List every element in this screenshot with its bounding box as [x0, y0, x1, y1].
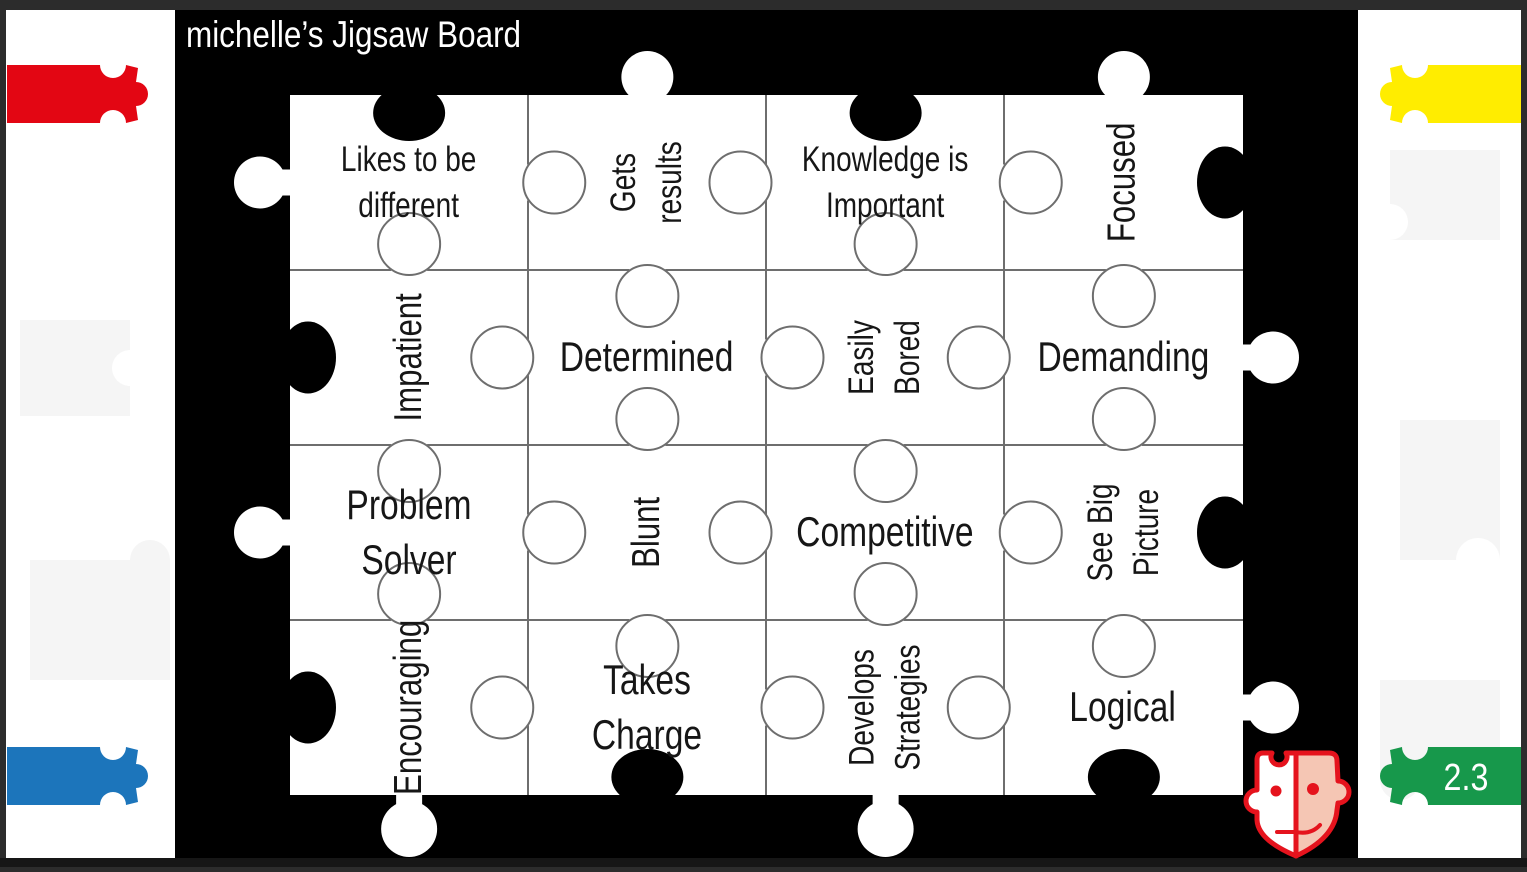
version-badge: 2.3 [1443, 757, 1489, 799]
puzzle-piece-competitive[interactable]: Competitive [796, 508, 974, 556]
face-logo [1243, 750, 1352, 859]
piece-knobs [234, 51, 1299, 857]
puzzle-piece-logical[interactable]: Logical [1069, 683, 1177, 731]
puzzle-piece-blunt[interactable]: Blunt [624, 496, 668, 569]
yellow-corner-piece [1380, 65, 1521, 123]
puzzle-piece-takes-charge[interactable]: Takes Charge [591, 655, 703, 758]
left-panel [6, 10, 175, 858]
bottom-strip [0, 858, 1527, 867]
green-corner-piece [1380, 747, 1521, 805]
puzzle-piece-encouraging[interactable]: Encouraging [386, 619, 430, 796]
puzzle-piece-problem-solver[interactable]: Problem Solver [346, 480, 472, 583]
puzzle-piece-focused[interactable]: Focused [1100, 122, 1144, 243]
puzzle-piece-demanding[interactable]: Demanding [1037, 333, 1209, 381]
face-left-eye [1270, 785, 1282, 797]
red-corner-piece [7, 65, 148, 123]
grid-lines [290, 95, 1243, 795]
puzzle-piece-impatient[interactable]: Impatient [386, 293, 430, 422]
face-right-eye [1307, 783, 1319, 795]
jigsaw-grid [234, 51, 1299, 857]
puzzle-piece-determined[interactable]: Determined [560, 333, 734, 381]
face-smile [1275, 823, 1322, 835]
page-title: michelle’s Jigsaw Board [186, 14, 522, 55]
blue-corner-piece [7, 747, 148, 805]
